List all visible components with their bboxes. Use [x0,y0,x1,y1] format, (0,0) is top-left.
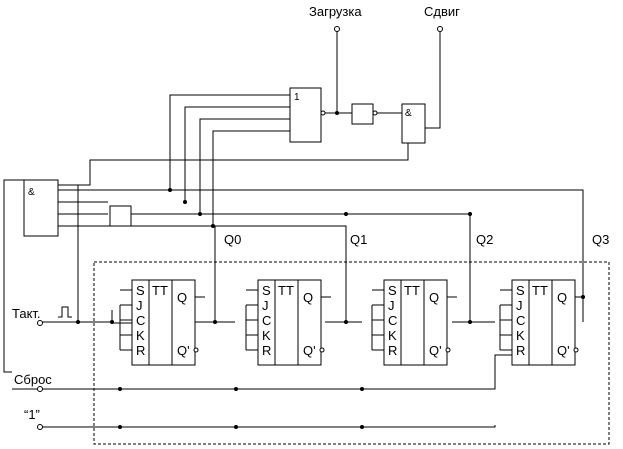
junction-dot [468,212,472,216]
junction-dot [344,212,348,216]
junction-dot [168,188,172,192]
q1-label: Q1 [350,232,367,247]
flipflop-pin-s: S [136,283,145,298]
and-gate-feedback [23,179,59,237]
flipflop-pin-c: C [388,313,397,328]
junction-dot [118,387,122,391]
flipflop-pin-j: J [262,298,269,313]
one-input-terminal[interactable] [37,424,43,430]
or-gate [289,87,322,143]
flipflop-q: Q [557,290,567,305]
flipflop-pin-r: R [136,343,145,358]
flipflop-pin-k: K [516,328,525,343]
flipflop-type: TT [532,283,548,298]
junction-dot [360,425,364,429]
shift-input-terminal[interactable] [437,26,443,32]
flipflop-pin-r: R [516,343,525,358]
flipflop-pin-k: K [136,328,145,343]
flipflop-pin-j: J [136,298,143,313]
flipflop-pin-c: C [262,313,271,328]
flipflop-body [383,279,448,366]
q0-label: Q0 [224,232,241,247]
load-input-terminal[interactable] [334,26,340,32]
flipflop-q: Q [429,290,439,305]
flipflop-pin-c: C [516,313,525,328]
reset-input-label: Сброс [14,372,52,387]
flipflop-q-inv-bubble [319,347,325,353]
flipflop-q-inv: Q' [429,343,442,358]
flipflop-q-inv: Q' [177,343,190,358]
clock-input-terminal[interactable] [37,320,43,326]
shift-input-label: Сдвиг [424,4,460,19]
junction-dot [211,224,215,228]
clock-input-label: Такт. [12,306,41,321]
junction-dot [213,320,217,324]
junction-dot [335,111,339,115]
junction-dot [234,425,238,429]
flipflop-pin-c: C [136,313,145,328]
flipflop-q-inv: Q' [303,343,316,358]
inverter-output-bubble [372,110,378,116]
q3-label: Q3 [592,232,609,247]
load-input-label: Загрузка [309,4,362,19]
flipflop-body [131,279,196,366]
flipflop-pin-s: S [388,283,397,298]
flipflop-q-inv: Q' [557,343,570,358]
junction-dot [468,320,472,324]
flipflop-q: Q [177,290,187,305]
or-gate-output-bubble [320,110,326,116]
flipflop-pin-k: K [388,328,397,343]
junction-dot [581,295,585,299]
flipflop-type: TT [278,283,294,298]
flipflop-body [257,279,322,366]
and-gate-shift-symbol: & [405,108,412,119]
and-gate-shift [401,103,426,144]
and-gate-feedback-symbol: & [28,187,35,198]
flipflop-pin-r: R [262,343,271,358]
flipflop-pin-j: J [516,298,523,313]
flipflop-pin-s: S [516,283,525,298]
inverter-gate [351,103,374,125]
flipflop-q-inv-bubble [193,347,199,353]
flipflop-type: TT [152,283,168,298]
junction-dot [183,200,187,204]
or-gate-symbol: 1 [294,92,300,103]
flipflop-pin-r: R [388,343,397,358]
flipflop-type: TT [404,283,420,298]
junction-dot [198,212,202,216]
flipflop-pin-s: S [262,283,271,298]
junction-dots [76,111,585,429]
q2-label: Q2 [476,232,493,247]
junction-dot [344,320,348,324]
one-input-label: “1” [24,407,40,422]
junction-dot [76,320,80,324]
junction-dot [110,320,114,324]
junction-dot [118,425,122,429]
flipflop-body [511,279,576,366]
flipflop-pin-k: K [262,328,271,343]
junction-dot [234,387,238,391]
clock-pulse-icon [58,306,72,318]
reset-input-terminal[interactable] [37,386,43,392]
flipflop-q: Q [303,290,313,305]
junction-dot [360,387,364,391]
feedback-inverter [109,205,132,227]
flipflop-q-inv-bubble [445,347,451,353]
flipflop-q-inv-bubble [573,347,579,353]
wires [3,31,584,428]
flipflop-pin-j: J [388,298,395,313]
register-enclosure [93,261,610,445]
